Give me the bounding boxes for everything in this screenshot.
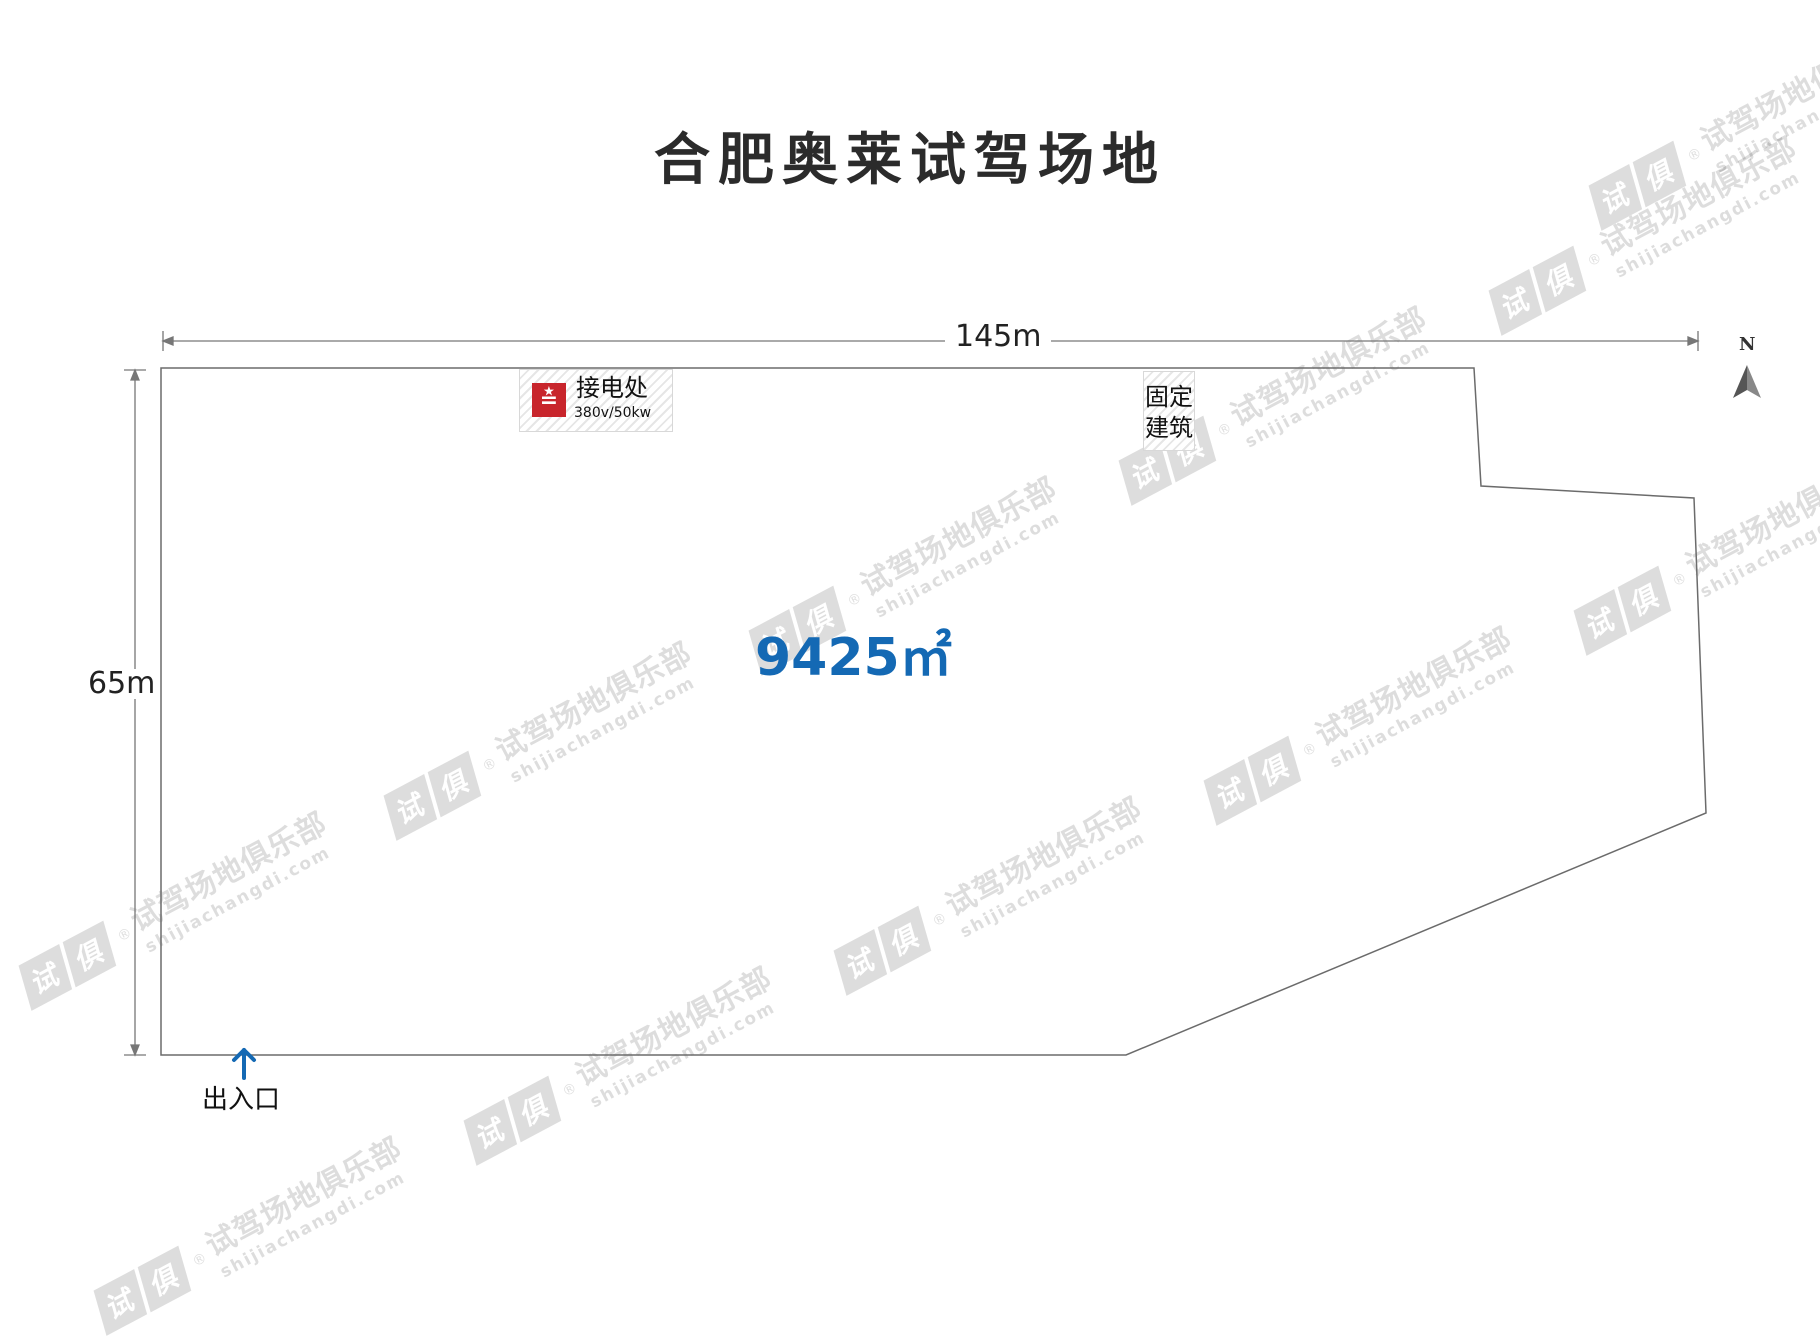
site-boundary	[160, 367, 1707, 1056]
width-dimension-label: 145m	[945, 322, 1052, 352]
power-point-spec: 380v/50kw	[574, 405, 652, 421]
fixed-building-label: 固定 建筑	[1134, 382, 1204, 444]
width-dimension-line	[161, 331, 1700, 351]
height-dimension-label: 65m	[88, 666, 156, 701]
power-point-marker: ≛ 接电处 380v/50kw	[519, 369, 673, 432]
height-dimension-line	[124, 368, 146, 1057]
power-point-label: 接电处	[576, 374, 648, 402]
fixed-building-label-line2: 建筑	[1145, 414, 1193, 442]
fixed-building-label-line1: 固定	[1145, 383, 1193, 411]
entrance-label: 出入口	[202, 1085, 281, 1115]
power-outlet-icon: ≛	[532, 383, 566, 417]
north-label: N	[1739, 334, 1756, 355]
arrow-up-icon	[232, 1048, 256, 1080]
area-label: 9425㎡	[755, 628, 952, 688]
site-map	[124, 331, 1761, 1080]
north-arrow-icon	[1733, 365, 1761, 398]
page-title: 合肥奥莱试驾场地	[654, 128, 1166, 193]
fixed-building-marker: 固定 建筑	[1143, 371, 1195, 451]
